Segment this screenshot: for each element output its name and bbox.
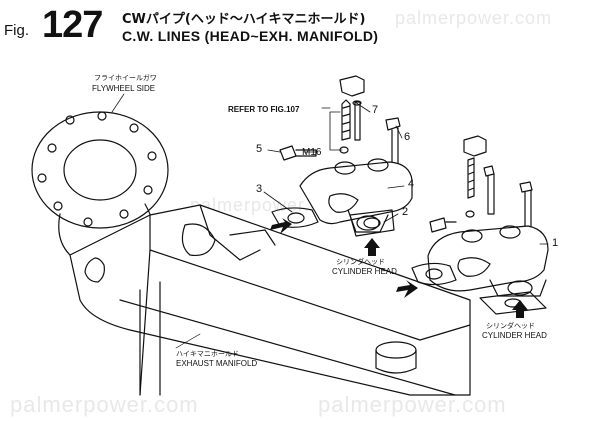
callout-4: 4 bbox=[408, 178, 415, 190]
callout-3: 3 bbox=[256, 183, 263, 195]
stud-assembly-left bbox=[339, 75, 365, 154]
exhaust-manifold-label-jp: ハイキマニホールド bbox=[176, 350, 239, 358]
refer-to-figure-note: REFER TO FIG.107 bbox=[228, 105, 300, 114]
gasket-2 bbox=[349, 209, 395, 237]
cylinder-head-label-right: CYLINDER HEAD bbox=[482, 331, 547, 340]
arrow-down-left-gasket bbox=[270, 218, 292, 234]
callout-2: 2 bbox=[402, 206, 409, 218]
stud-assembly-right bbox=[463, 135, 533, 231]
gasket-right bbox=[411, 262, 457, 286]
cylinder-head-label-right-jp: シリンダヘッド bbox=[486, 322, 535, 330]
callout-6: 6 bbox=[404, 131, 411, 143]
flywheel-side-label: FLYWHEEL SIDE bbox=[92, 84, 156, 93]
watermark: palmerpower.com bbox=[395, 8, 553, 28]
figure-number: 127 bbox=[42, 4, 103, 46]
bolt-5 bbox=[279, 145, 317, 161]
arrow-down-left-manifold bbox=[396, 280, 418, 298]
callout-5: 5 bbox=[256, 143, 263, 155]
watermark: palmerpower.com bbox=[318, 392, 507, 417]
title-english: C.W. LINES (HEAD~EXH. MANIFOLD) bbox=[122, 28, 379, 44]
cylinder-head-label: CYLINDER HEAD bbox=[332, 267, 397, 276]
callout-1: 1 bbox=[552, 237, 559, 249]
exhaust-manifold-label: EXHAUST MANIFOLD bbox=[176, 359, 258, 368]
watermark: palmerpower.com bbox=[10, 392, 199, 417]
bolt-small-right bbox=[429, 217, 457, 233]
figure-prefix: Fig. bbox=[4, 22, 30, 39]
cylinder-head-label-jp: シリンダヘッド bbox=[336, 258, 385, 266]
callout-7: 7 bbox=[372, 104, 379, 116]
elbow-pipe-1 bbox=[427, 225, 549, 297]
exhaust-manifold-body bbox=[69, 204, 471, 396]
elbow-pipe-4 bbox=[299, 158, 413, 233]
arrow-up-cylinder-head bbox=[364, 238, 380, 256]
flywheel-flange bbox=[31, 111, 169, 256]
flywheel-side-label-jp: フライホイールガワ bbox=[94, 74, 157, 82]
watermark: palmerpower.com bbox=[190, 195, 348, 215]
cylinder-head-flange-right bbox=[479, 291, 547, 315]
m16-thread-label: M16 bbox=[302, 147, 322, 158]
title-japanese: CWパイプ(ヘッド〜ハイキマニホールド) bbox=[122, 12, 366, 27]
arrow-up-cylinder-head-right bbox=[512, 300, 528, 318]
